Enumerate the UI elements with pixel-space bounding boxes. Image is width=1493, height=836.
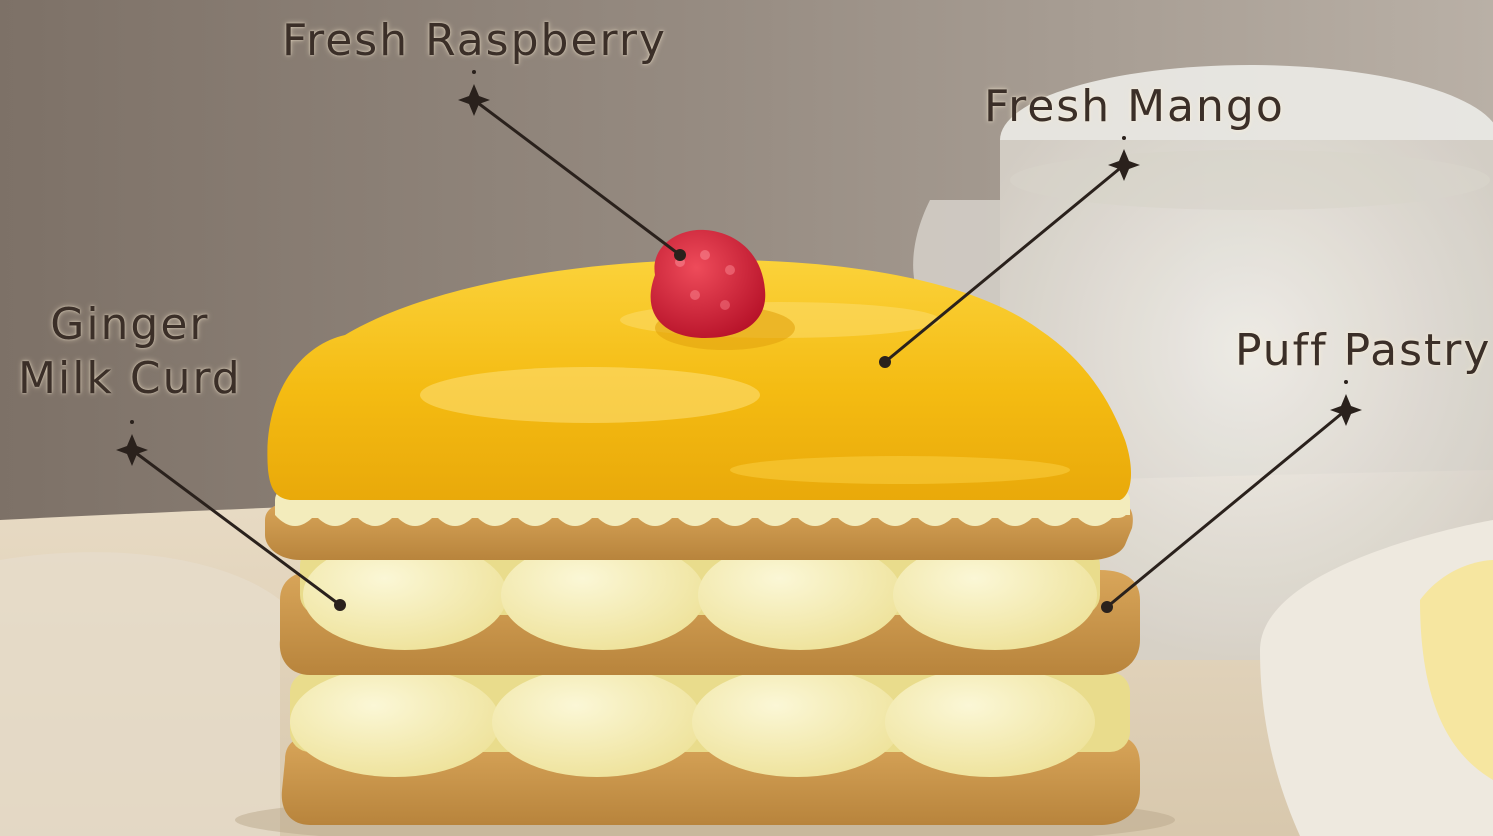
label-ginger-line1: Ginger bbox=[18, 298, 242, 352]
background-cloth bbox=[0, 552, 280, 836]
label-fresh-mango: Fresh Mango bbox=[984, 80, 1285, 134]
label-fresh-raspberry: Fresh Raspberry bbox=[282, 14, 667, 68]
label-ginger-line2: Milk Curd bbox=[18, 352, 242, 406]
label-puff-pastry: Puff Pastry bbox=[1235, 324, 1491, 378]
label-ginger-milk-curd: Ginger Milk Curd bbox=[18, 298, 242, 406]
